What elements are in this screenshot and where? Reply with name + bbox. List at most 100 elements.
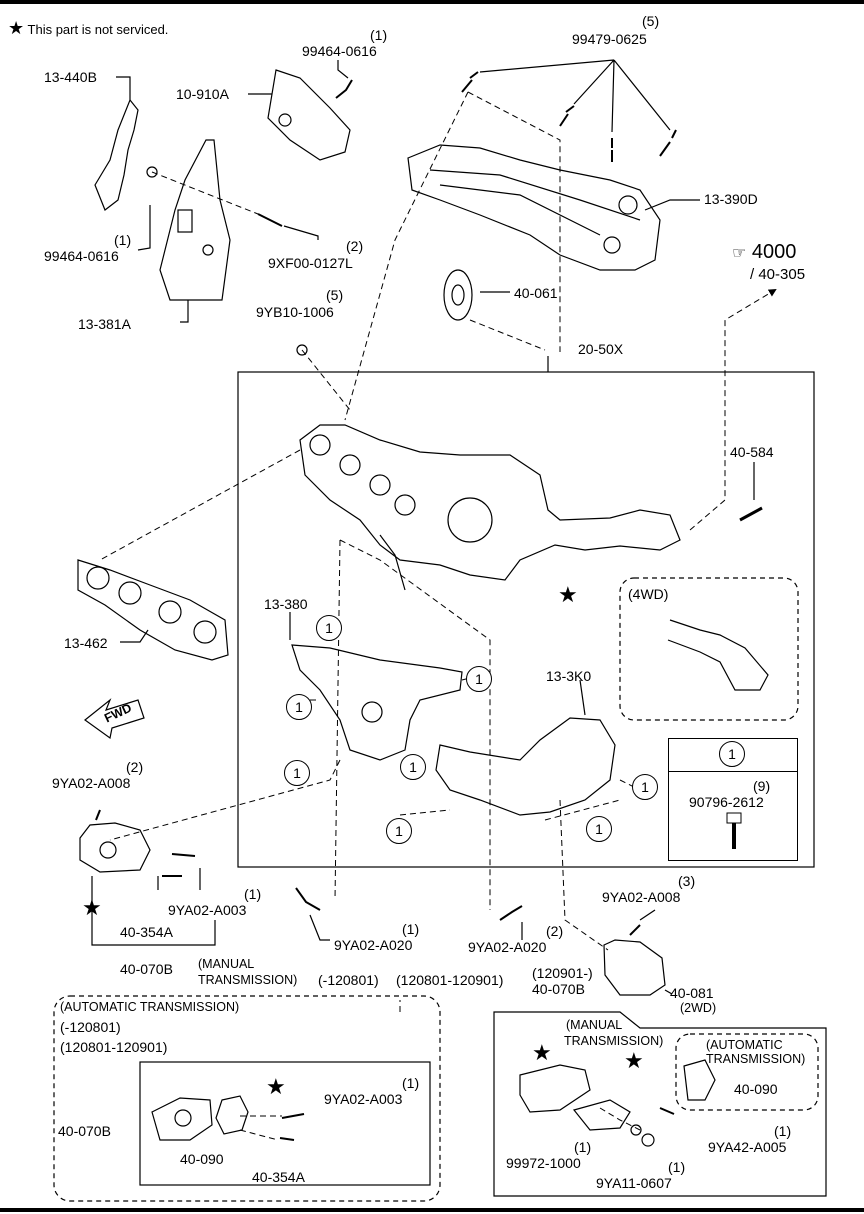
- part-99479: 99479-0625: [572, 31, 647, 47]
- label-auto-range-1: (-120801): [60, 1019, 121, 1035]
- part-9YA02-A008-left: 9YA02-A008: [52, 775, 131, 791]
- part-rb-99972-qty: (1): [574, 1139, 592, 1155]
- label-range-1: (-120801): [318, 972, 379, 988]
- part-40-305: / 40-305: [750, 266, 806, 283]
- heat-insulator-13-390D: [407, 144, 661, 271]
- part-rb-9YA11: 9YA11-0607: [596, 1175, 672, 1191]
- part-auto-9YA02-A003-qty: (1): [402, 1075, 420, 1091]
- label-manual-trans-2: TRANSMISSION): [198, 973, 298, 987]
- label-rb-manual: (MANUAL: [566, 1018, 623, 1032]
- label-auto-trans: (AUTOMATIC TRANSMISSION): [60, 1000, 240, 1014]
- callout-1: 1: [316, 615, 342, 641]
- part-40-081: 40-081: [670, 985, 714, 1001]
- label-2wd: (2WD): [680, 1001, 717, 1015]
- part-40-070B: 40-070B: [120, 961, 173, 977]
- part-9YA02-A008-right: 9YA02-A008: [602, 889, 681, 905]
- not-serviced-star-mount: ★: [82, 895, 102, 920]
- callout-1: 1: [719, 741, 745, 767]
- auto-bracket-40-354A: [215, 1095, 249, 1135]
- heat-insulator-13-440B: [94, 98, 139, 211]
- callout-1: 1: [284, 760, 310, 786]
- part-9YA02-A008-left-qty: (2): [126, 759, 144, 775]
- part-20-50X: 20-50X: [578, 341, 624, 357]
- part-9YB10: 9YB10-1006: [256, 304, 334, 320]
- part-40-354A: 40-354A: [120, 924, 173, 940]
- part-99464-top: 99464-0616: [302, 43, 377, 59]
- part-13-440B: 13-440B: [44, 69, 97, 85]
- legend-text: This part is not serviced.: [27, 22, 169, 37]
- part-40-584: 40-584: [730, 444, 774, 460]
- not-serviced-star-manifold: ★: [558, 582, 578, 607]
- part-13-390D: 13-390D: [704, 191, 758, 207]
- part-rb-9YA42: 9YA42-A005: [708, 1139, 787, 1155]
- assembly-frame: [237, 371, 815, 868]
- part-auto-40-070B: 40-070B: [58, 1123, 111, 1139]
- label-manual-trans: (MANUAL: [198, 957, 255, 971]
- part-9YA02-A020-b: 9YA02-A020: [468, 939, 547, 955]
- rb-auto-dashed: [675, 1033, 819, 1111]
- rb-mount-auto: [683, 1059, 716, 1101]
- not-serviced-star-rb-manual: ★: [532, 1040, 552, 1065]
- 4wd-detail-box: [619, 577, 799, 721]
- part-99464-left: 99464-0616: [44, 248, 119, 264]
- 4wd-pipe: [667, 619, 769, 691]
- part-13-380: 13-380: [264, 596, 308, 612]
- part-40-061: 40-061: [514, 285, 558, 301]
- legend-note: ★ This part is not serviced.: [8, 18, 168, 39]
- part-99464-top-qty: (1): [370, 27, 388, 43]
- callout-1: 1: [286, 694, 312, 720]
- gasket-13-462: [77, 559, 229, 661]
- label-rb-auto: (AUTOMATIC: [706, 1038, 783, 1052]
- heat-insulator-13-381A: [159, 139, 231, 301]
- callout-box-header: 1: [669, 739, 797, 772]
- exhaust-manifold-20-50X: [299, 424, 681, 581]
- label-range-2: (120801-120901): [396, 972, 504, 988]
- bolt-icon: [726, 812, 742, 849]
- part-13-462: 13-462: [64, 635, 108, 651]
- part-9YA02-A003: 9YA02-A003: [168, 902, 247, 918]
- rubber-hanger-40-061: [443, 269, 473, 321]
- box-qty: (9): [753, 778, 771, 794]
- label-rb-manual-2: TRANSMISSION): [564, 1034, 664, 1048]
- part-9XF00-qty: (2): [346, 238, 364, 254]
- callout-definition-box: 1 (9) 90796-2612: [668, 738, 798, 861]
- rb-bracket: [572, 1099, 631, 1131]
- heat-insulator-13-380: [291, 644, 463, 761]
- box-part: 90796-2612: [689, 794, 764, 810]
- part-rb-9YA11-qty: (1): [668, 1159, 686, 1175]
- callout-1: 1: [466, 666, 492, 692]
- part-4000: ☞ 4000: [732, 242, 796, 264]
- part-9YA02-A020-b-qty: (2): [546, 923, 564, 939]
- part-auto-9YA02-A003: 9YA02-A003: [324, 1091, 403, 1107]
- heat-insulator-10-910A: [267, 69, 351, 161]
- part-9YA02-A020-a: 9YA02-A020: [334, 937, 413, 953]
- auto-mount-40-090: [151, 1097, 213, 1141]
- part-13-3K0: 13-3K0: [546, 668, 592, 684]
- label-rb-auto-2: TRANSMISSION): [706, 1052, 806, 1066]
- callout-1: 1: [586, 816, 612, 842]
- ref-4000: 4000: [751, 241, 797, 263]
- callout-1: 1: [400, 754, 426, 780]
- label-4wd: (4WD): [628, 586, 669, 602]
- part-auto-40-354A: 40-354A: [252, 1169, 305, 1185]
- hand-pointer-icon: ☞: [732, 245, 747, 262]
- part-auto-40-090: 40-090: [180, 1151, 224, 1167]
- heat-insulator-13-3K0: [435, 717, 616, 816]
- not-serviced-star-auto: ★: [266, 1074, 286, 1099]
- callout-1: 1: [386, 818, 412, 844]
- part-9YA02-A003-qty: (1): [244, 886, 262, 902]
- part-9XF00: 9XF00-0127L: [268, 255, 353, 271]
- star-icon: ★: [8, 18, 25, 38]
- rb-mount-manual: [519, 1064, 591, 1113]
- bracket-box: [493, 1011, 827, 1197]
- bottom-rule: [0, 1208, 864, 1212]
- part-9YB10-qty: (5): [326, 287, 344, 303]
- mount-40-081: [603, 939, 666, 996]
- part-9YA02-A008-right-qty: (3): [678, 873, 696, 889]
- part-13-381A: 13-381A: [78, 316, 131, 332]
- part-99464-left-qty: (1): [114, 232, 132, 248]
- part-9YA02-A020-a-qty: (1): [402, 921, 420, 937]
- part-rb-99972: 99972-1000: [506, 1155, 581, 1171]
- callout-1: 1: [632, 774, 658, 800]
